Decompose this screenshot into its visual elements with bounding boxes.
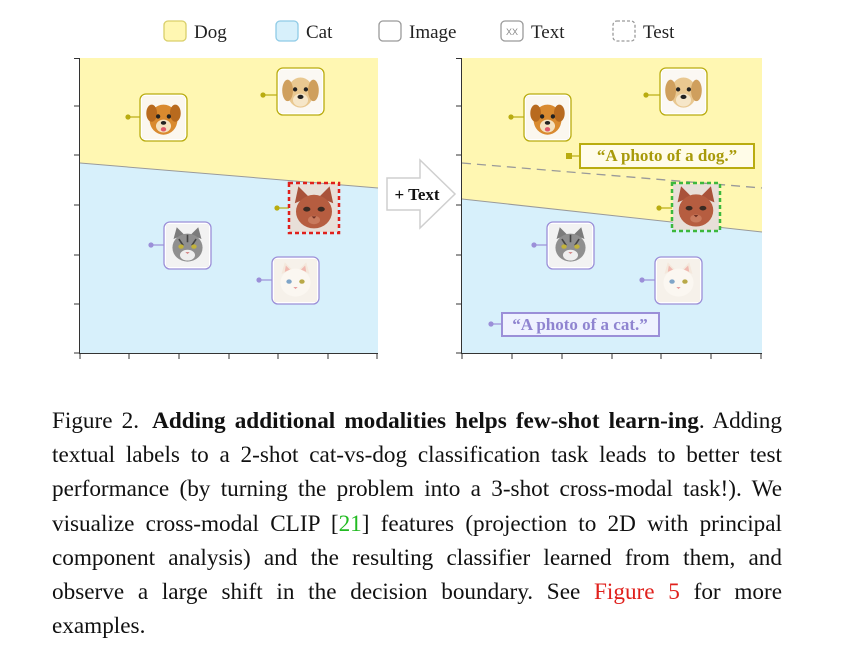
test-image-point: [274, 181, 341, 235]
legend-swatch: [500, 20, 524, 42]
legend-swatch-text: XX: [506, 27, 518, 37]
axis-ticks: [456, 58, 762, 359]
cat-image-point: [531, 221, 595, 270]
dog-image-point: [125, 93, 188, 142]
legend-label: Image: [409, 22, 456, 43]
dog-image-point: [643, 67, 708, 116]
cat-text-label: “A photo of a cat.”: [512, 315, 648, 334]
citation-link[interactable]: 21: [338, 510, 362, 537]
cat-image-point: [256, 256, 320, 305]
legend-swatch: [612, 20, 636, 42]
caption-text-1: . Adding textual labels to a 2-shot cat-…: [52, 408, 782, 537]
legend-label: Test: [643, 22, 675, 43]
legend-swatch: [275, 20, 299, 42]
cat-image-point: [148, 221, 212, 270]
legend-item-cat: Cat: [275, 20, 333, 43]
cat-image-point: [639, 256, 703, 305]
legend: Dog Cat Image XX Text Test: [163, 20, 675, 43]
figure-label: Figure 2.: [52, 408, 140, 434]
cat-text-point: “A photo of a cat.”: [488, 312, 660, 337]
axis-ticks: [74, 58, 378, 359]
figure-2-illustration: Dog Cat Image XX Text Test: [74, 20, 763, 359]
dog-text-point: “A photo of a dog.”: [566, 143, 755, 169]
right-panel: “A photo of a dog.” “A photo: [456, 58, 763, 359]
caption-text-3: for more examples.: [52, 579, 782, 640]
legend-item-test: Test: [612, 20, 675, 43]
previous-boundary: [461, 162, 763, 189]
legend-swatch: [163, 20, 187, 42]
caption-text-2: ] features (projection to 2D with princi…: [52, 510, 782, 606]
legend-item-image: Image: [378, 20, 456, 43]
decision-boundary: [79, 162, 379, 189]
left-panel: [74, 58, 379, 359]
legend-label: Dog: [194, 22, 227, 43]
dog-image-point: [260, 67, 325, 116]
arrow-label: + Text: [394, 185, 439, 204]
legend-label: Text: [531, 22, 565, 43]
test-image-point: [656, 181, 722, 233]
dog-image-point: [508, 93, 572, 142]
figure-reference-link[interactable]: Figure 5: [594, 579, 680, 606]
plus-text-arrow: + Text: [386, 158, 457, 230]
legend-item-text: XX Text: [500, 20, 565, 43]
legend-item-dog: Dog: [163, 20, 227, 43]
dog-text-label: “A photo of a dog.”: [597, 146, 737, 165]
legend-label: Cat: [306, 22, 333, 43]
figure-caption: Figure 2. Adding additional modalities h…: [52, 404, 782, 643]
legend-swatch: [378, 20, 402, 42]
caption-title: Adding additional modalities helps few-s…: [152, 408, 699, 434]
